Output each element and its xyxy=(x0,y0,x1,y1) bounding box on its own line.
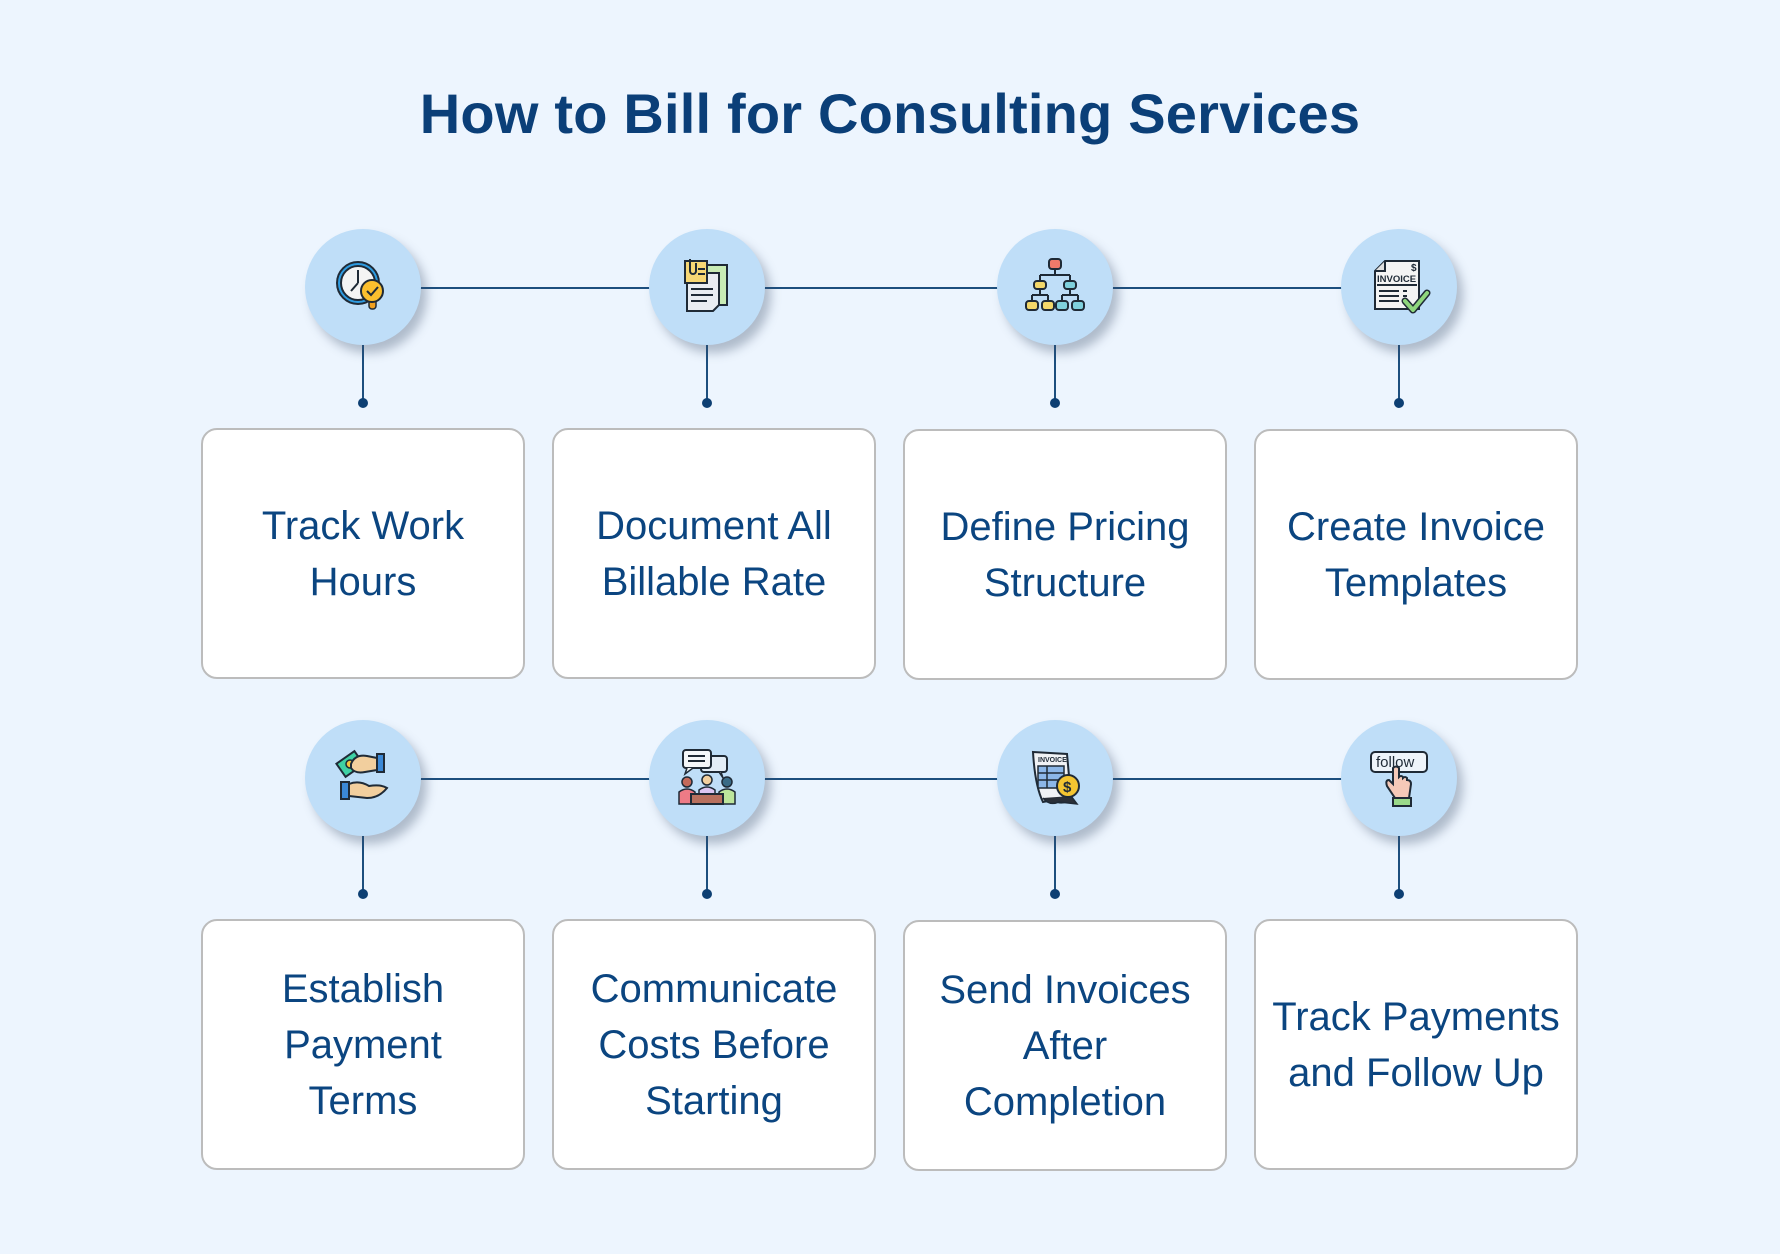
stem-5 xyxy=(362,832,364,894)
meeting-chat-icon xyxy=(678,749,736,805)
hierarchy-icon xyxy=(1025,258,1085,311)
step-label: Establish Payment Terms xyxy=(281,966,445,1123)
step-5-badge xyxy=(305,720,421,836)
step-card-define-pricing-structure: Define Pricing Structure xyxy=(903,429,1227,680)
step-3-badge xyxy=(997,229,1113,345)
invoice-check-icon: $ INVOICE xyxy=(1374,260,1431,314)
stem-dot-7 xyxy=(1050,889,1060,899)
connector-row-2 xyxy=(363,778,1399,780)
stem-dot-5 xyxy=(358,889,368,899)
step-card-communicate-costs: Communicate Costs Before Starting xyxy=(552,919,876,1170)
stem-dot-2 xyxy=(702,398,712,408)
svg-text:follow: follow xyxy=(1376,754,1415,771)
step-card-send-invoices: Send Invoices After Completion xyxy=(903,920,1227,1171)
step-card-create-invoice-templates: Create Invoice Templates xyxy=(1254,429,1578,680)
step-7-badge: INVOICE $ xyxy=(997,720,1113,836)
step-label: Send Invoices After Completion xyxy=(939,967,1191,1124)
connector-row-1 xyxy=(363,287,1399,289)
step-4-badge: $ INVOICE xyxy=(1341,229,1457,345)
stem-2 xyxy=(706,340,708,402)
hand-money-icon xyxy=(335,749,389,800)
step-card-track-payments: Track Payments and Follow Up xyxy=(1254,919,1578,1170)
stem-dot-3 xyxy=(1050,398,1060,408)
svg-text:INVOICE: INVOICE xyxy=(1377,274,1416,285)
step-8-badge: follow xyxy=(1341,720,1457,836)
step-label: Define Pricing Structure xyxy=(940,504,1190,605)
page-title: How to Bill for Consulting Services xyxy=(419,82,1361,145)
step-card-establish-payment-terms: Establish Payment Terms xyxy=(201,919,525,1170)
stem-8 xyxy=(1398,832,1400,894)
stem-1 xyxy=(362,340,364,402)
step-label: Document All Billable Rate xyxy=(596,503,832,604)
step-1-badge xyxy=(305,229,421,345)
step-card-track-work-hours: Track Work Hours xyxy=(201,428,525,679)
documents-clip-icon xyxy=(684,259,728,312)
svg-text:$: $ xyxy=(1063,779,1072,796)
stem-7 xyxy=(1054,832,1056,894)
step-card-document-billable-rate: Document All Billable Rate xyxy=(552,428,876,679)
clock-check-icon xyxy=(336,261,384,310)
stem-dot-4 xyxy=(1394,398,1404,408)
svg-text:$: $ xyxy=(1411,263,1417,274)
step-2-badge xyxy=(649,229,765,345)
step-label: Track Work Hours xyxy=(261,503,465,604)
stem-6 xyxy=(706,832,708,894)
follow-click-icon: follow xyxy=(1370,751,1428,807)
stem-dot-1 xyxy=(358,398,368,408)
step-label: Communicate Costs Before Starting xyxy=(590,966,838,1123)
svg-text:INVOICE: INVOICE xyxy=(1038,757,1067,764)
stem-dot-8 xyxy=(1394,889,1404,899)
stem-3 xyxy=(1054,340,1056,402)
invoice-coin-icon: INVOICE $ xyxy=(1031,750,1080,805)
step-6-badge xyxy=(649,720,765,836)
stem-dot-6 xyxy=(702,889,712,899)
step-label: Track Payments and Follow Up xyxy=(1272,994,1560,1095)
step-label: Create Invoice Templates xyxy=(1287,504,1545,605)
stem-4 xyxy=(1398,340,1400,402)
